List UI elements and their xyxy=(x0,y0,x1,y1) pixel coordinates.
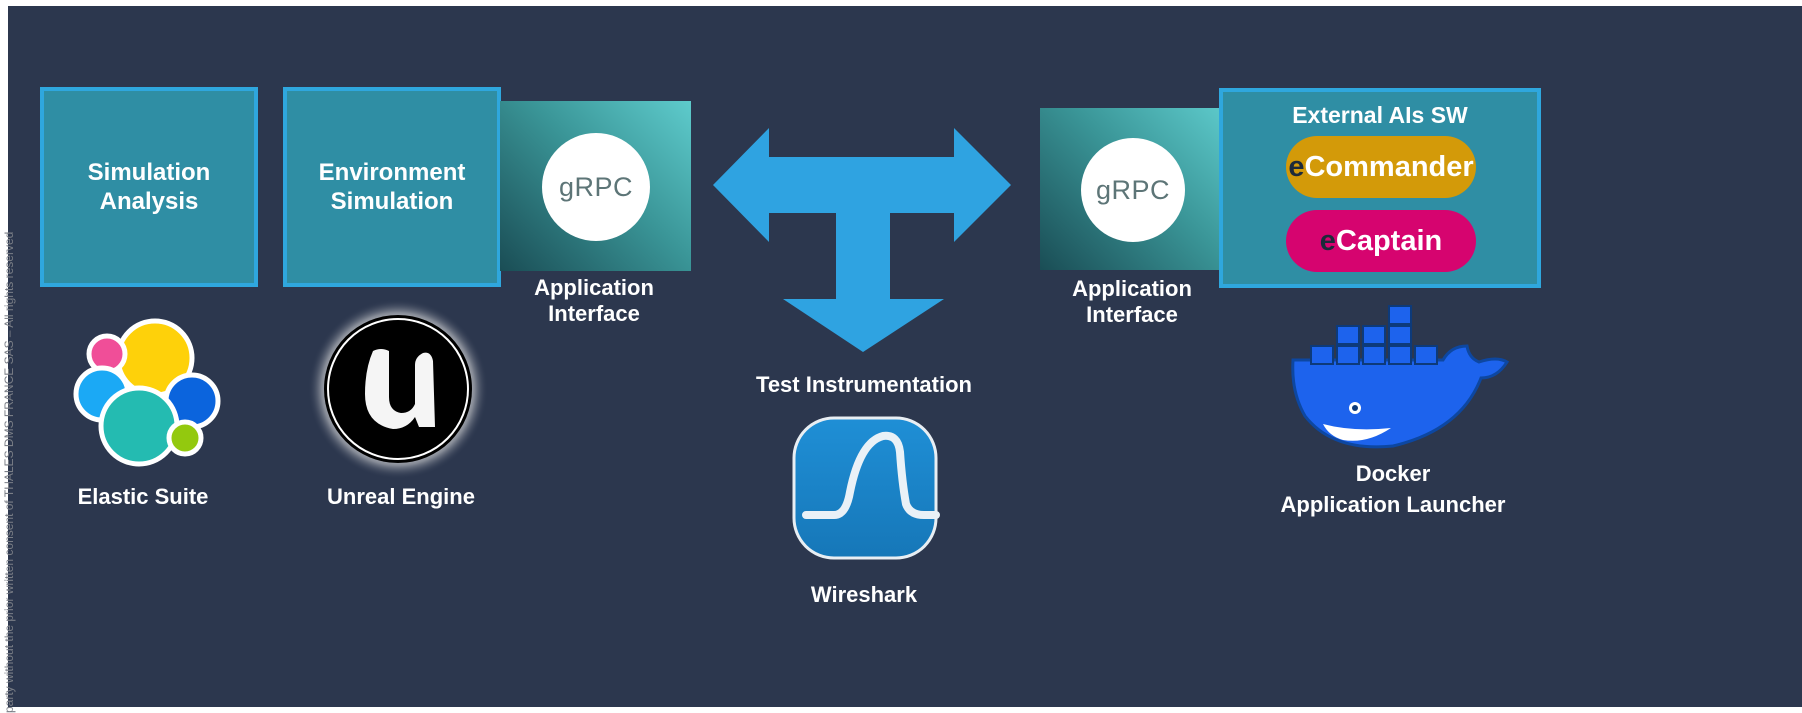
wireshark-logo-icon xyxy=(792,416,940,560)
docker-logo-icon xyxy=(1291,305,1510,449)
grpc-logo-left-icon: gRPC xyxy=(542,133,650,241)
ecommander-text: Commander xyxy=(1304,150,1474,183)
wireshark-label: Wireshark xyxy=(810,582,918,607)
elastic-suite-label: Elastic Suite xyxy=(77,484,209,509)
simulation-analysis-text: Simulation Analysis xyxy=(87,159,211,215)
environment-simulation-text: Environment Simulation xyxy=(318,159,466,215)
application-launcher-label: Application Launcher xyxy=(1280,492,1506,517)
copyright-watermark: party without the prior written consent … xyxy=(2,231,16,713)
unreal-engine-label: Unreal Engine xyxy=(327,484,475,509)
application-interface-left-label: Application Interface xyxy=(534,275,654,326)
docker-label: Docker xyxy=(1355,461,1431,486)
elastic-logo-icon xyxy=(73,318,221,467)
ecommander-prefix: e xyxy=(1288,150,1305,183)
simulation-analysis-box: Simulation Analysis xyxy=(40,87,258,287)
ecaptain-text: Captain xyxy=(1335,224,1443,257)
application-interface-right-label: Application Interface xyxy=(1072,276,1192,327)
environment-simulation-box: Environment Simulation xyxy=(283,87,501,287)
ecaptain-prefix: e xyxy=(1319,224,1336,257)
test-instrumentation-label: Test Instrumentation xyxy=(756,372,972,397)
grpc-logo-right-icon: gRPC xyxy=(1081,138,1185,242)
external-ais-title: External AIs SW xyxy=(1292,102,1468,128)
t-arrow-icon xyxy=(713,128,1011,352)
unreal-engine-logo-icon xyxy=(308,299,488,479)
diagram-slide: party without the prior written consent … xyxy=(2,6,1802,713)
